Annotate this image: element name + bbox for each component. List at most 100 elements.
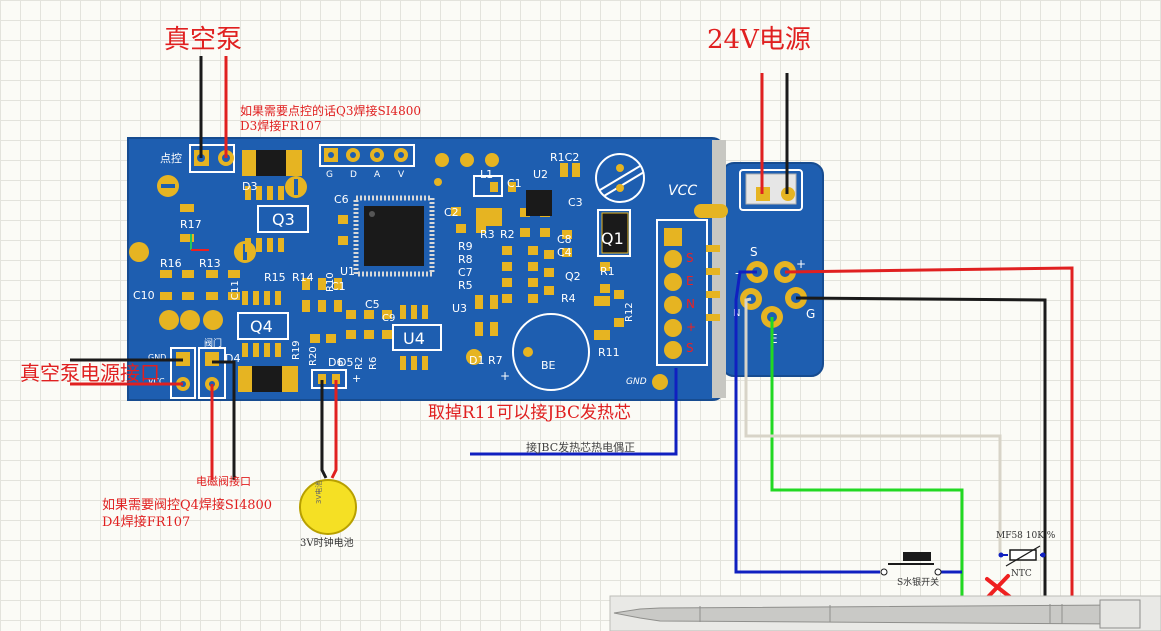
silk-r2b: R2: [354, 357, 365, 370]
wire-jbc-blue: [470, 368, 678, 456]
silk-r7: R7: [488, 354, 503, 367]
silk-r10: R10: [325, 272, 336, 292]
label-ntc: NTC: [1011, 569, 1032, 579]
silk-famen: 阀门: [204, 337, 222, 349]
silk-r13: R13: [199, 257, 221, 270]
silk-socket-minus: -: [735, 266, 739, 280]
silk-c11: C11: [230, 280, 241, 300]
silk-r15: R15: [264, 271, 286, 284]
silk-dianke: 点控: [160, 151, 182, 165]
wire-battery-black: [320, 380, 328, 479]
silk-gnd: GND: [148, 353, 166, 362]
silk-d6: D6: [328, 356, 343, 369]
wire-battery-red: [330, 380, 338, 479]
silk-handle-s1: S: [686, 251, 694, 265]
silk-battery-plus: +: [352, 372, 361, 385]
silk-d5: D5: [338, 356, 353, 369]
silk-r2: R2: [500, 228, 515, 241]
silk-r1c2: R1C2: [550, 151, 579, 164]
label-spot-control-2: D3焊接FR107: [240, 118, 322, 133]
label-24v-power: 24V电源: [707, 25, 811, 55]
diode-d3: [242, 150, 302, 176]
silk-u2: U2: [533, 168, 548, 181]
silk-r19: R19: [291, 340, 302, 360]
label-valve-note-2: D4焊接FR107: [102, 514, 190, 530]
silk-socket-g: G: [806, 307, 815, 321]
q3-outline: [257, 205, 309, 233]
wire-iron-green: [770, 317, 964, 608]
label-jbc-thermocouple: 接JBC发热芯热电偶正: [526, 440, 635, 454]
silk-handle-e1: E: [686, 274, 694, 288]
silk-r4: R4: [561, 292, 576, 305]
silk-vcc-small: VCC: [148, 377, 165, 386]
wire-iron-red: [784, 266, 1074, 610]
buzzer: [512, 313, 590, 391]
silk-c2: C2: [444, 206, 459, 219]
silk-be: BE: [541, 359, 556, 372]
silk-u1: U1: [340, 265, 355, 278]
silk-r6: R6: [368, 357, 379, 370]
label-solenoid-port: 电磁阀接口: [196, 474, 251, 488]
silk-gnd-bottom: GND: [626, 377, 647, 387]
silk-c7: C7: [458, 266, 473, 279]
wire-solenoid-black: [212, 360, 236, 480]
silk-d3: D3: [242, 180, 257, 193]
silk-c4: C4: [557, 246, 572, 259]
silk-r3: R3: [480, 228, 495, 241]
label-vacuum-pump: 真空泵: [164, 25, 242, 55]
silk-port-a: A: [374, 170, 381, 180]
q1-outline: [597, 209, 631, 257]
wire-iron-black: [795, 296, 1047, 610]
silk-c1-left: C1: [331, 280, 346, 293]
silk-r16: R16: [160, 257, 182, 270]
silk-vcc: VCC: [668, 183, 697, 199]
u2-chip: [526, 190, 552, 216]
mcu-u1: [353, 195, 435, 277]
cut-mark: [985, 574, 1012, 600]
silk-c1: C1: [507, 177, 522, 190]
label-valve-note-1: 如果需要阀控Q4焊接SI4800: [102, 497, 272, 513]
silk-r11: R11: [598, 346, 620, 359]
silk-c5: C5: [365, 298, 380, 311]
silk-c9: C9: [382, 313, 395, 324]
silk-port-v: V: [398, 170, 405, 180]
silk-q2: Q2: [565, 270, 581, 283]
silk-socket-s: S: [750, 245, 758, 259]
silk-socket-e: E: [770, 332, 778, 346]
mercury-switch: [880, 552, 942, 576]
smd-pads: [160, 163, 629, 370]
silk-c10: C10: [133, 289, 155, 302]
ntc-resistor: [998, 545, 1046, 567]
silk-r5: R5: [458, 279, 473, 292]
handle-connector: [656, 219, 720, 366]
silk-r1: R1: [600, 265, 615, 278]
silk-l1: L1: [480, 168, 493, 181]
silk-r8: R8: [458, 253, 473, 266]
q4-outline: [237, 312, 289, 340]
power-connector: [739, 169, 803, 211]
label-clock-battery: 3V时钟电池: [300, 536, 354, 549]
silk-c3: C3: [568, 196, 583, 209]
u4-outline: [392, 324, 442, 351]
label-spot-control-1: 如果需要点控的话Q3焊接SI4800: [240, 103, 421, 118]
silk-socket-plus: +: [796, 257, 806, 271]
svg-text:3V电池: 3V电池: [314, 481, 323, 504]
silk-d1: D1: [469, 354, 484, 367]
silk-handle-plus: +: [686, 320, 696, 334]
battery-footprint: [311, 369, 347, 389]
wire-ntc-beige: [744, 297, 1002, 555]
silk-c6: C6: [334, 193, 349, 206]
silk-q4: Q4: [250, 317, 273, 336]
silk-port-d: D: [350, 170, 357, 180]
silk-q1: Q1: [601, 229, 624, 248]
vcc-bridge-pad: [694, 204, 728, 218]
gdav-connector: [319, 144, 415, 167]
wires: [70, 56, 1074, 610]
silk-q3: Q3: [272, 210, 295, 229]
diode-d4: [238, 366, 298, 392]
silk-handle-n: N: [686, 297, 695, 311]
label-remove-r11: 取掉R11可以接JBC发热芯: [428, 403, 631, 423]
thermistor-footprint: [595, 153, 645, 203]
coin-battery: 3V电池: [299, 479, 357, 535]
